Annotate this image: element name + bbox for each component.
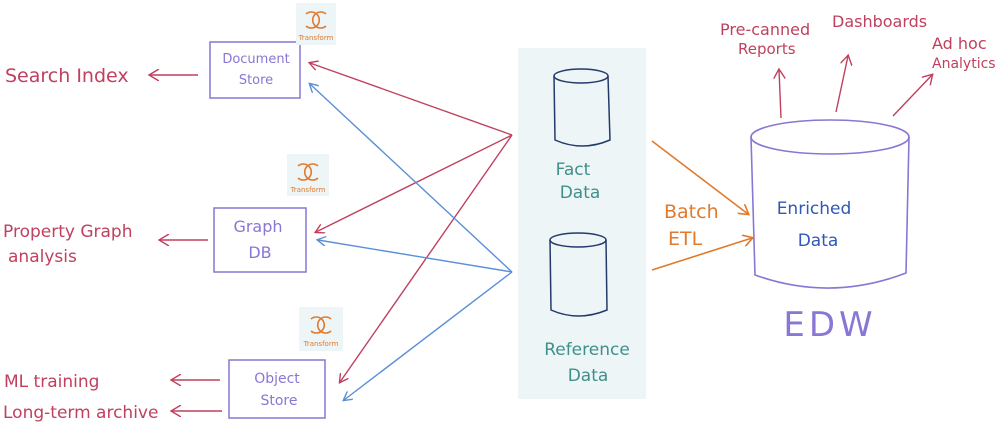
- enriched-data-label-line2: Data: [798, 231, 839, 251]
- transform-label-document: Transform: [298, 34, 334, 42]
- property-graph-label-line1: Property Graph: [3, 222, 132, 242]
- graph-db-label-line2: DB: [248, 243, 271, 262]
- transform-label-graph: Transform: [290, 186, 326, 194]
- batch-etl-arrows: [651, 140, 752, 271]
- batch-etl-label-line1: Batch: [664, 201, 719, 223]
- transform-badge-object: Transform: [299, 307, 343, 351]
- document-store-label-line1: Document: [222, 52, 289, 67]
- adhoc-analytics-label-line2: Analytics: [932, 56, 996, 72]
- transform-label-object: Transform: [303, 340, 339, 348]
- graph-db-label-line1: Graph: [233, 217, 282, 236]
- reference-data-label-line2: Data: [568, 366, 609, 386]
- graph-db-box: [213, 207, 307, 273]
- consumer-arrows: [779, 56, 932, 119]
- reference-data-label-line1: Reference: [544, 340, 630, 360]
- object-store-label-line1: Object: [254, 371, 300, 387]
- ml-training-label: ML training: [4, 372, 99, 392]
- precanned-reports-label-line1: Pre-canned: [720, 20, 810, 39]
- edw-label: EDW: [783, 305, 876, 345]
- edw-cylinder: [750, 119, 910, 289]
- fact-data-label-line2: Data: [560, 183, 601, 203]
- reference-data-cylinder: [549, 232, 608, 317]
- transform-cycle-icon: [310, 316, 326, 334]
- precanned-reports-label-line2: Reports: [738, 40, 796, 58]
- object-store-box: [228, 359, 326, 419]
- reference-to-stores-arrows: [310, 84, 513, 400]
- transform-cycle-icon: [305, 11, 321, 29]
- document-store-box: [209, 41, 301, 99]
- dashboards-label: Dashboards: [832, 12, 927, 31]
- search-index-label: Search Index: [5, 65, 129, 87]
- object-store-label-line2: Store: [260, 393, 297, 409]
- transform-cycle-icon: [297, 163, 313, 181]
- enriched-data-label-line1: Enriched: [777, 199, 852, 219]
- store-output-arrows: [150, 75, 222, 411]
- adhoc-analytics-label-line1: Ad hoc: [932, 34, 987, 53]
- batch-etl-label-line2: ETL: [668, 228, 703, 250]
- fact-data-label-line1: Fact: [556, 160, 591, 180]
- document-store-label-line2: Store: [239, 73, 273, 88]
- fact-data-cylinder: [553, 68, 611, 147]
- transform-badge-graph: Transform: [287, 154, 329, 196]
- transform-badge-document: Transform: [296, 3, 336, 45]
- property-graph-label-line2: analysis: [8, 247, 77, 267]
- source-data-panel: [518, 48, 646, 399]
- long-term-archive-label: Long-term archive: [3, 403, 158, 423]
